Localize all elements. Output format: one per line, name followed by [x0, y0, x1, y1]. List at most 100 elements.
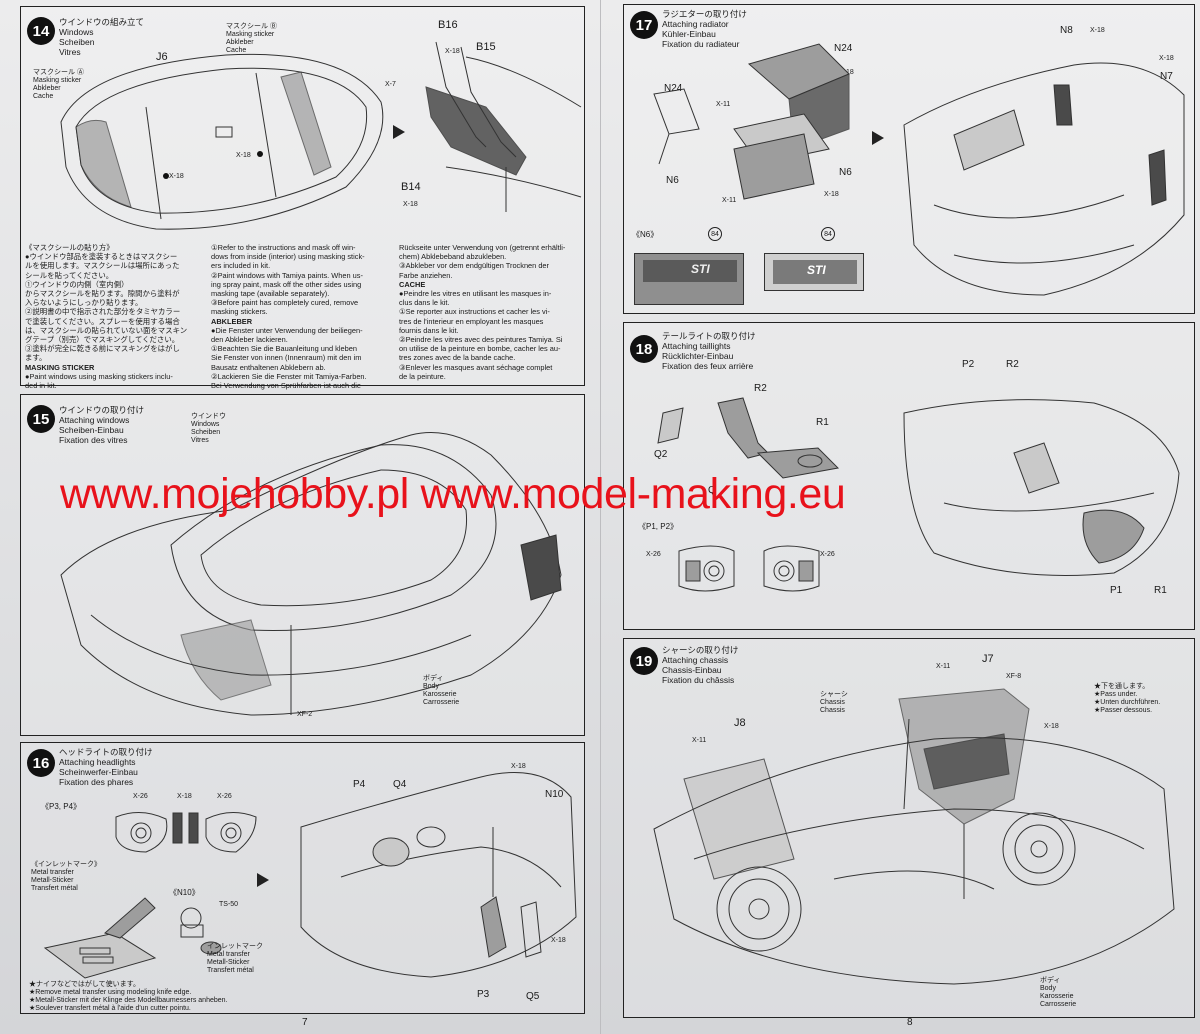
page-number: 7: [302, 1017, 308, 1028]
step-19-number: 19: [630, 647, 658, 675]
xf8-paint-label: XF-8: [1006, 673, 1022, 680]
window-glass-drawing: [60, 53, 384, 230]
left-page: 14 ウインドウの組み立て Windows Scheiben Vitres マス…: [0, 0, 600, 1034]
x11-label: X-11: [716, 101, 731, 108]
masking-notes-en-de: ①Refer to the instructions and mask off …: [211, 243, 367, 391]
n10-group-label: 《N10》: [169, 888, 200, 897]
x18-label: X-18: [1090, 27, 1105, 34]
step-14-title: ウインドウの組み立て Windows Scheiben Vitres: [59, 17, 145, 57]
xf2-paint-label: XF-2: [297, 711, 313, 718]
part-q1-label: Q: [708, 485, 716, 496]
part-r2-label: R2: [754, 383, 767, 394]
x18-label: X-18: [551, 937, 566, 944]
pass-under-note: ★下を通します。★Pass under.★Unten durchführen.★…: [1094, 683, 1161, 714]
part-r1-label: R1: [1154, 585, 1167, 596]
taillight-units-drawing: [678, 545, 820, 592]
wiper-assembly-drawing: [425, 41, 582, 212]
knife-transfer-drawing: [43, 897, 157, 979]
x7-label: X-7: [385, 81, 396, 88]
p3-p4-group-label: 《P3, P4》: [41, 802, 82, 811]
step-16-number: 16: [27, 749, 55, 777]
headlight-units-drawing: [115, 812, 257, 853]
front-body-radiator-drawing: [903, 62, 1185, 296]
step-15-number: 15: [27, 405, 55, 433]
step-14-panel: 14 ウインドウの組み立て Windows Scheiben Vitres マス…: [20, 6, 585, 390]
part-p4-label: P4: [353, 779, 366, 790]
ts50-label: TS-50: [219, 901, 239, 908]
part-n6-label: N6: [666, 175, 679, 186]
part-q4-label: Q4: [393, 779, 407, 790]
part-b16-label: B16: [438, 19, 458, 31]
x11-label: X-11: [692, 737, 707, 744]
x26-label: X-26: [820, 551, 835, 558]
sti-badge: STI: [807, 263, 826, 277]
part-b15-label: B15: [476, 41, 496, 53]
part-n10-label: N10: [545, 789, 564, 800]
part-q2-label: Q2: [654, 449, 668, 460]
cement-point: [257, 151, 263, 157]
part-q5-label: Q5: [526, 991, 540, 1002]
front-body-headlight-drawing: [300, 772, 577, 978]
n6-badge-plate-left: STI: [634, 253, 744, 305]
x18-label: X-18: [236, 152, 251, 159]
radiator-drawing: [653, 43, 850, 200]
x18-label: X-18: [445, 48, 460, 55]
x18-label: X-18: [177, 793, 192, 800]
part-n6-label: N6: [839, 167, 852, 178]
x18-label: X-18: [403, 201, 418, 208]
rear-body-taillight-drawing: [903, 399, 1180, 576]
step-17-number: 17: [630, 11, 658, 39]
x11-label: X-11: [936, 663, 951, 670]
x26-label: X-26: [646, 551, 661, 558]
assembly-arrow-icon: [257, 873, 269, 887]
p1-p2-group-label: 《P1, P2》: [638, 522, 679, 531]
car-body-window-drawing: [60, 432, 562, 716]
chassis-assembly-drawing: [653, 688, 1175, 985]
part-n24-label: N24: [664, 83, 683, 94]
step-18-number: 18: [630, 335, 658, 363]
assembly-arrow-icon: [872, 131, 884, 145]
assembly-arrow-icon: [393, 125, 405, 139]
n6-group-label: 《N6》: [632, 230, 659, 239]
x26-label: X-26: [217, 793, 232, 800]
step-14-number: 14: [27, 17, 55, 45]
n6-badge-plate-right: STI: [764, 253, 864, 291]
cement-point: [163, 173, 169, 179]
x26-label: X-26: [133, 793, 148, 800]
watermark-text: www.mojehobby.pl www.model-making.eu: [60, 470, 846, 518]
masking-notes-jp: 《マスクシールの貼り方》●ウインドウ部品を塗装するときはマスクシールを使用します…: [25, 243, 188, 391]
x18-label: X-18: [824, 191, 839, 198]
part-n7-label: N7: [1160, 71, 1173, 82]
page-number: 8: [907, 1017, 913, 1028]
part-n24-label: N24: [834, 43, 853, 54]
part-b14-label: B14: [401, 181, 421, 193]
x11-label: X-11: [722, 197, 737, 204]
n10-part-drawing: [180, 907, 222, 955]
x18-label: X-18: [511, 763, 526, 770]
sti-badge: STI: [691, 262, 710, 276]
part-p1-label: P1: [1110, 585, 1123, 596]
part-p2-label: P2: [962, 359, 975, 370]
part-p3-label: P3: [477, 989, 490, 1000]
decal-84-icon: 84: [708, 227, 722, 241]
part-r1-label: R1: [816, 417, 829, 428]
part-j6-label: J6: [156, 51, 168, 63]
part-r2-label: R2: [1006, 359, 1019, 370]
